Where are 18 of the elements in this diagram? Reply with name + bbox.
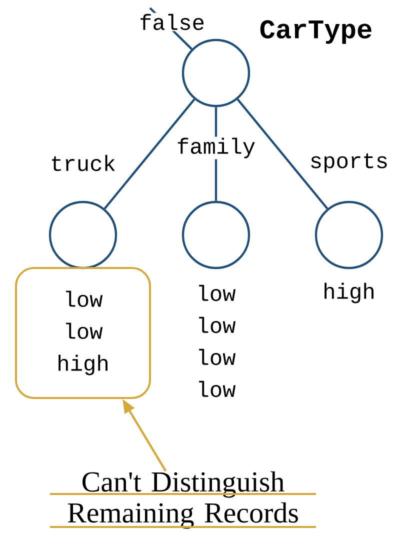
tree-node-circle (182, 38, 250, 108)
tree-node-circle (182, 200, 250, 270)
edge-label: truck (52, 154, 115, 172)
record-value: low (199, 380, 236, 398)
record-value: low (199, 284, 236, 302)
branch-line (104, 98, 196, 210)
node-title: CarType (260, 20, 372, 44)
tree-node-circle (48, 200, 118, 270)
tree-node-circle (314, 200, 384, 270)
record-box: low low high (15, 267, 151, 399)
edge-label: family (178, 138, 255, 158)
edge-label: sports (311, 153, 387, 173)
edge-label: false (140, 14, 204, 30)
record-value: high (324, 282, 374, 304)
branch-line (236, 98, 328, 210)
record-value: low (199, 316, 236, 334)
callout-text: Can't Distinguish Remaining Records (68, 471, 298, 529)
record-value: low (199, 348, 236, 366)
